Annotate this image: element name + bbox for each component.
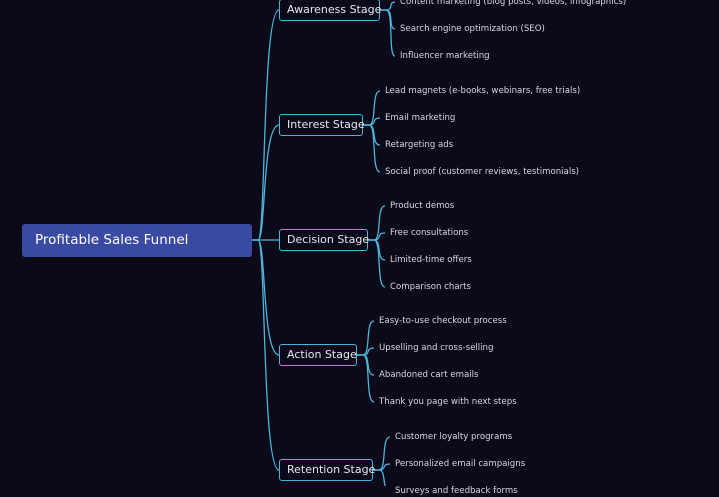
stage-node[interactable]: Retention Stage xyxy=(279,459,375,481)
leaf-node[interactable]: Search engine optimization (SEO) xyxy=(400,24,545,34)
connector-lines xyxy=(252,1,396,486)
trunk-connector xyxy=(252,239,280,356)
leaf-connector xyxy=(380,9,396,57)
leaf-node[interactable]: Easy-to-use checkout process xyxy=(379,316,507,326)
leaf-connector xyxy=(380,1,396,11)
leaf-connector xyxy=(368,205,386,241)
leaf-node[interactable]: Limited-time offers xyxy=(390,255,472,265)
leaf-node[interactable]: Content marketing (blog posts, videos, i… xyxy=(400,0,627,7)
leaf-connector xyxy=(363,90,381,126)
leaf-node[interactable]: Email marketing xyxy=(385,113,456,123)
leaf-node[interactable]: Personalized email campaigns xyxy=(395,459,526,469)
leaf-node[interactable]: Customer loyalty programs xyxy=(395,432,513,442)
leaf-connector xyxy=(363,124,381,173)
stage-node[interactable]: Interest Stage xyxy=(279,114,365,136)
leaf-node[interactable]: Influencer marketing xyxy=(400,51,490,61)
leaf-connector xyxy=(380,9,396,30)
leaf-node[interactable]: Social proof (customer reviews, testimon… xyxy=(385,167,580,177)
leaf-node[interactable]: Surveys and feedback forms xyxy=(395,486,518,496)
stage-node[interactable]: Action Stage xyxy=(279,344,357,366)
leaf-node[interactable]: Retargeting ads xyxy=(385,140,454,150)
leaf-connector xyxy=(357,354,375,403)
leaf-connector xyxy=(373,469,386,486)
leaf-connector xyxy=(368,239,386,288)
trunk-connector xyxy=(252,9,280,241)
leaf-node[interactable]: Thank you page with next steps xyxy=(379,397,517,407)
leaf-connector xyxy=(373,436,391,471)
leaf-node[interactable]: Comparison charts xyxy=(390,282,472,292)
leaf-node[interactable]: Free consultations xyxy=(390,228,469,238)
leaf-node[interactable]: Upselling and cross-selling xyxy=(379,343,494,353)
root-node[interactable]: Profitable Sales Funnel xyxy=(22,224,252,257)
stage-node[interactable]: Awareness Stage xyxy=(279,0,381,21)
leaf-node[interactable]: Lead magnets (e-books, webinars, free tr… xyxy=(385,86,581,96)
stage-node[interactable]: Decision Stage xyxy=(279,229,369,251)
leaf-node[interactable]: Product demos xyxy=(390,201,455,211)
leaf-connector xyxy=(357,320,375,356)
trunk-connector xyxy=(252,239,280,471)
trunk-connector xyxy=(252,124,280,241)
leaf-node[interactable]: Abandoned cart emails xyxy=(379,370,479,380)
